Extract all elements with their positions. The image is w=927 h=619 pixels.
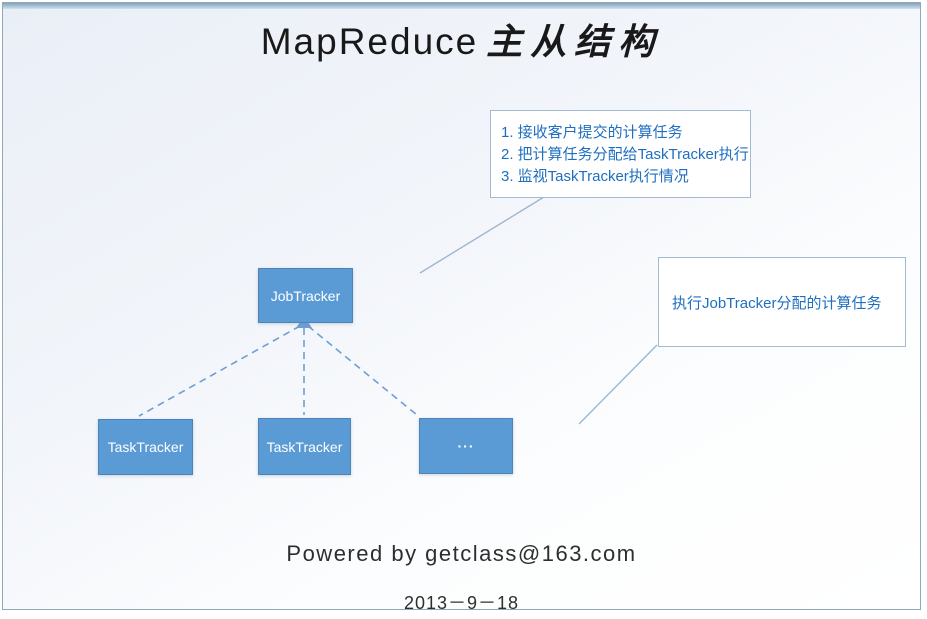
node-jobtracker: JobTracker <box>258 268 353 323</box>
node-tasktracker-ellipsis: ··· <box>419 418 513 474</box>
note-tasktracker-duty: 执行JobTracker分配的计算任务 <box>658 257 906 347</box>
top-accent-bar <box>3 3 920 9</box>
callout-connector-tasktracker-note <box>578 344 658 425</box>
dashed-link-right <box>307 325 418 416</box>
dashed-link-left <box>138 325 301 417</box>
powered-by-text: Powered by getclass@163.com <box>286 541 637 566</box>
title-latin-part: MapReduce <box>260 21 479 62</box>
node-tasktracker-left: TaskTracker <box>98 419 193 475</box>
node-tasktracker-middle: TaskTracker <box>258 418 351 475</box>
note-line: 执行JobTracker分配的计算任务 <box>672 294 882 312</box>
note-line: 2. 把计算任务分配给TaskTracker执行 <box>501 146 749 163</box>
node-label: TaskTracker <box>107 439 184 455</box>
node-label: TaskTracker <box>266 438 343 455</box>
title-cjk-part: 主从结构 <box>486 21 663 63</box>
note-line: 3. 监视TaskTracker执行情况 <box>501 168 689 185</box>
node-label: ··· <box>457 438 475 454</box>
note-line: 1. 接收客户提交的计算任务 <box>501 124 683 141</box>
node-label: JobTracker <box>270 287 341 304</box>
callout-connector-jobtracker-note <box>419 196 545 274</box>
note-jobtracker-duties: 1. 接收客户提交的计算任务 2. 把计算任务分配给TaskTracker执行 … <box>490 110 751 198</box>
date-text: 2013－9－18 <box>403 593 520 613</box>
